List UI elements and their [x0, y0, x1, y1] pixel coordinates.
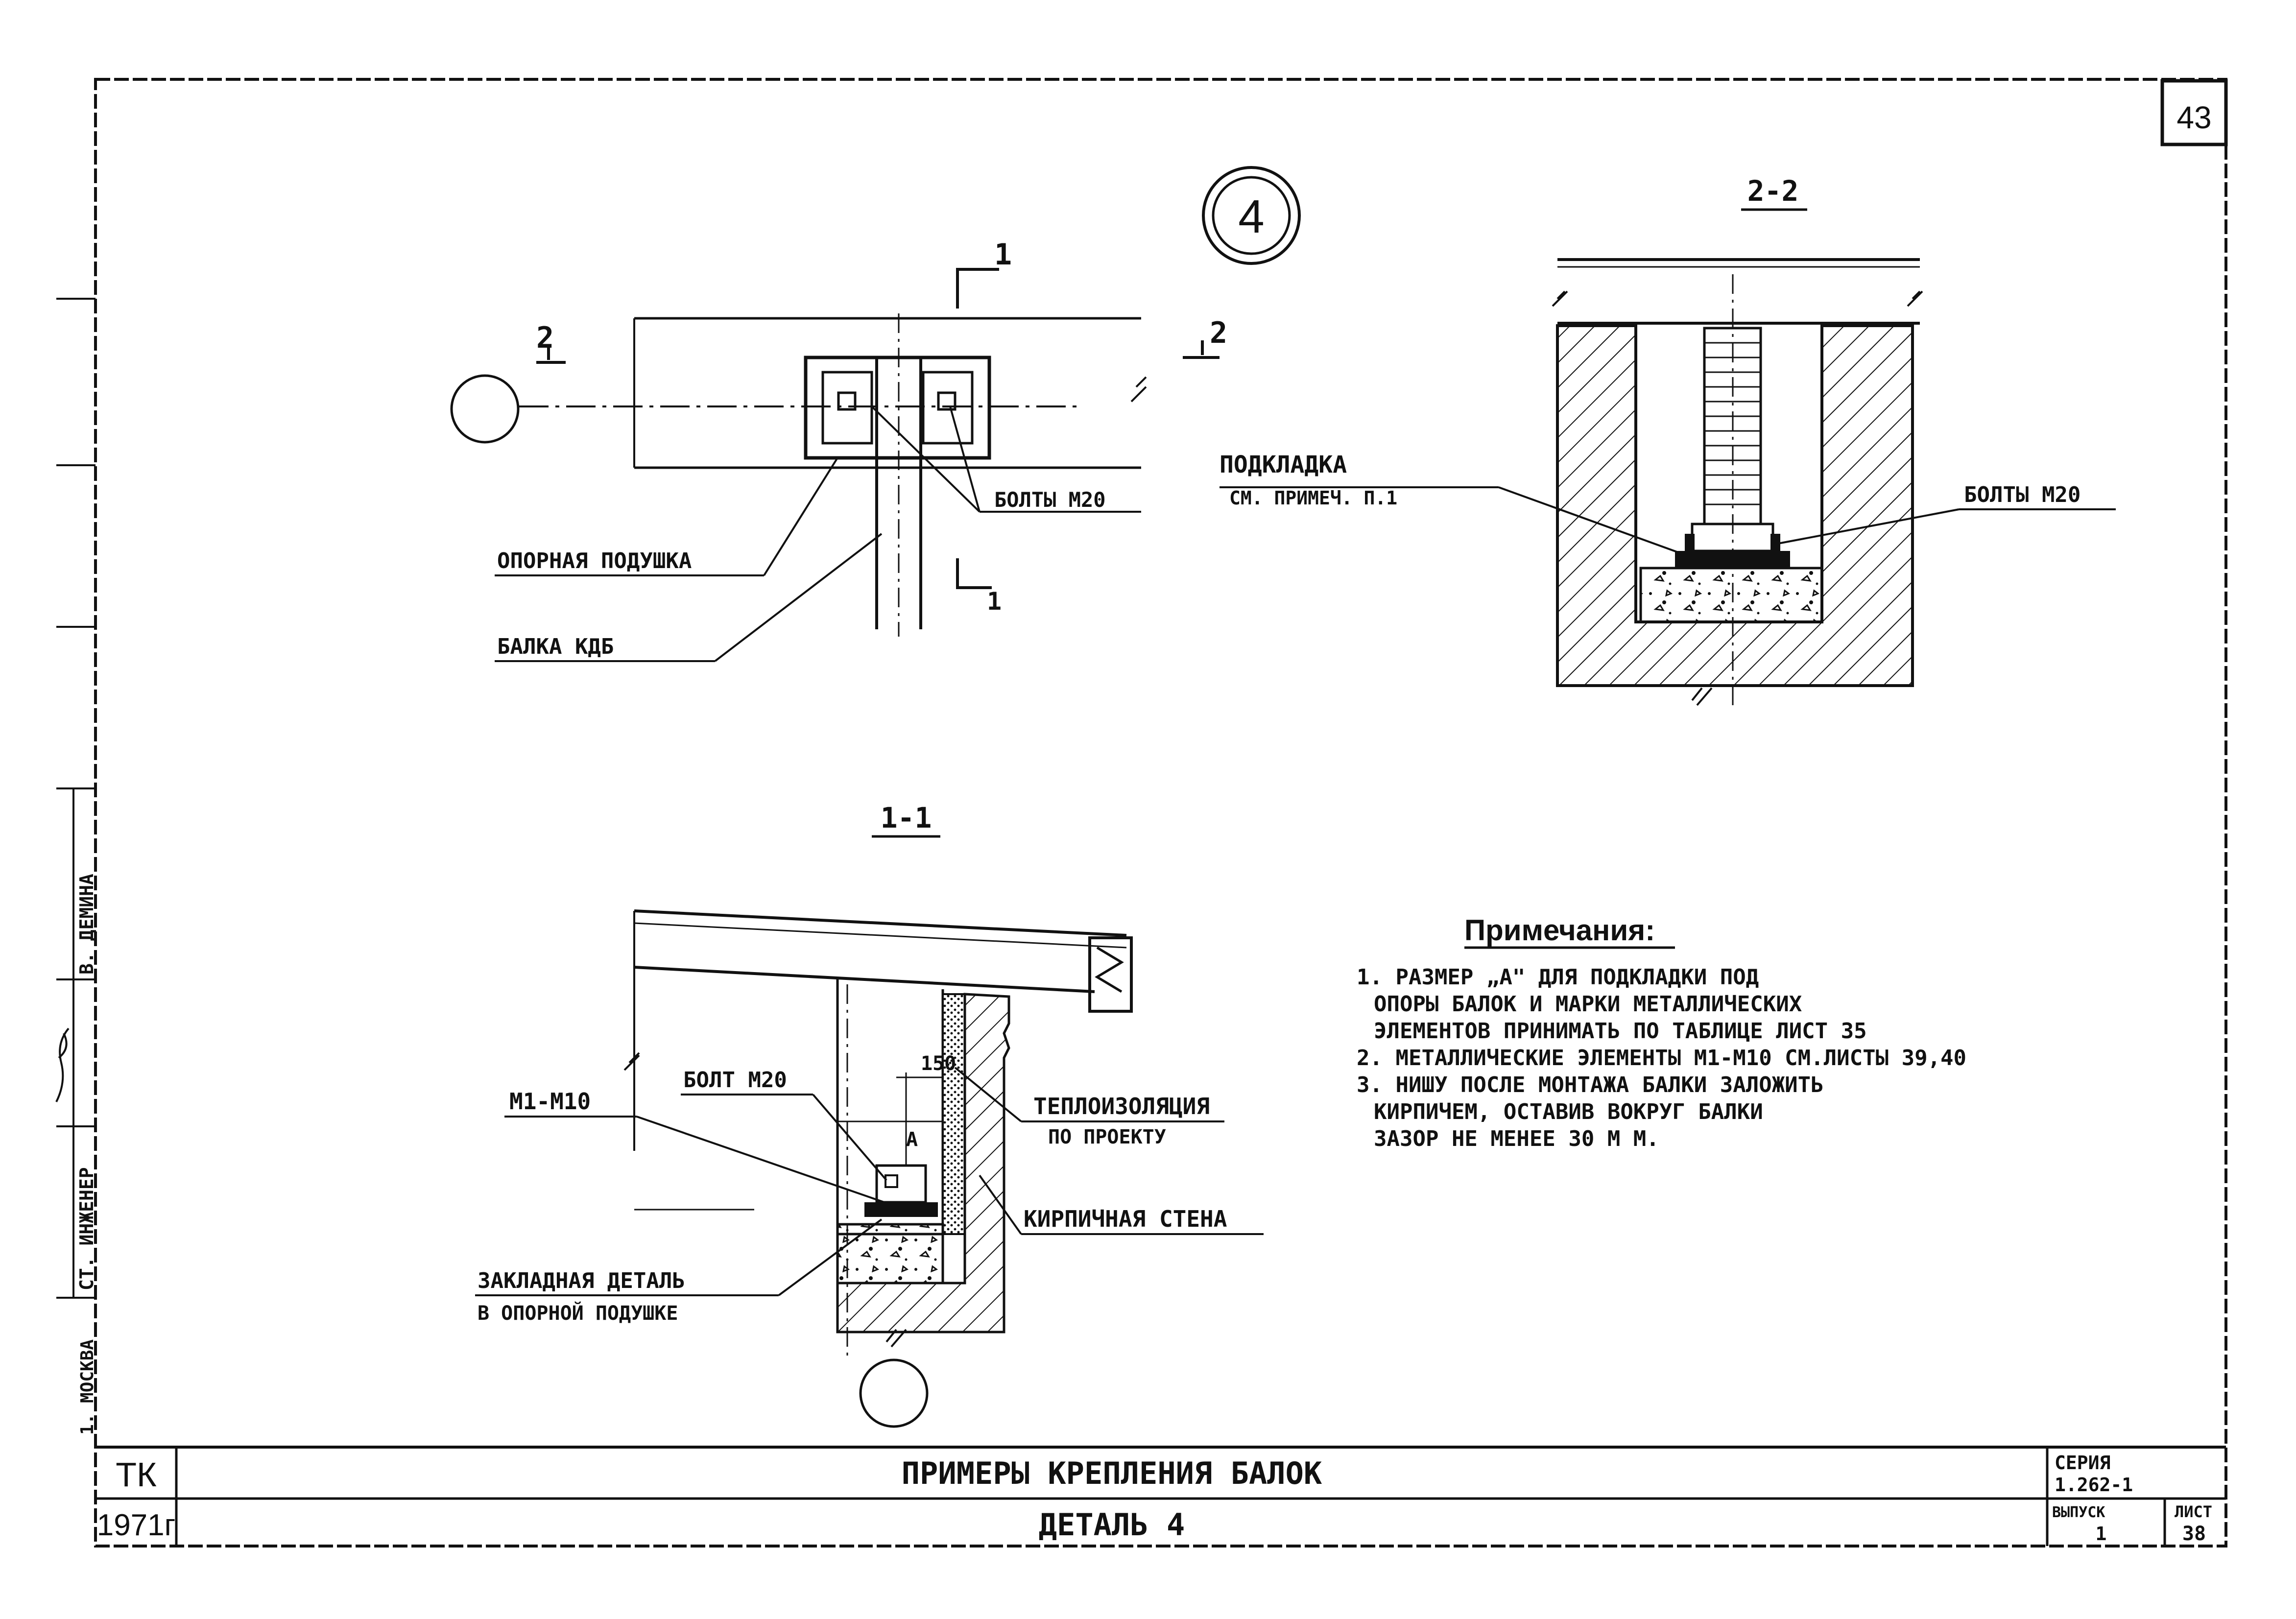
section-2-2: 2-2 ПОДКЛАДКА СМ. ПР: [1220, 174, 2116, 706]
note-line: 3. НИШУ ПОСЛЕ МОНТАЖА БАЛКИ ЗАЛОЖИТЬ: [1357, 1072, 1824, 1097]
notes: Примечания: 1. РАЗМЕР „А" ДЛЯ ПОДКЛАДКИ …: [1357, 914, 1966, 1151]
drawing-subtitle: ДЕТАЛЬ 4: [1039, 1507, 1185, 1543]
title-org: ТК: [116, 1455, 157, 1494]
svg-text:4: 4: [1238, 190, 1264, 243]
margin-role: СТ. ИНЖЕНЕР: [76, 1167, 97, 1290]
margin-city: 1. МОСКВА: [77, 1339, 97, 1435]
note-line: ЭЛЕМЕНТОВ ПРИНИМАТЬ ПО ТАБЛИЦЕ ЛИСТ 35: [1374, 1019, 1867, 1044]
label-insulation-line1: ТЕПЛОИЗОЛЯЦИЯ: [1033, 1093, 1210, 1119]
section-2-2-title: 2-2: [1747, 174, 1799, 208]
section-2-mark-left: 2: [536, 321, 554, 355]
axis-marker-left: [450, 374, 520, 444]
page-number-box: [2160, 79, 2228, 146]
axis-marker-bottom: [859, 1358, 929, 1428]
label-shim-line1: ПОДКЛАДКА: [1220, 451, 1347, 478]
page-number: 43: [2176, 100, 2211, 135]
drawing-title: ПРИМЕРЫ КРЕПЛЕНИЯ БАЛОК: [902, 1455, 1322, 1491]
label-bolts-section-2: БОЛТЫ М20: [1964, 482, 2081, 507]
label-beam: БАЛКА КДБ: [497, 634, 614, 659]
sheet-frame: [94, 78, 2228, 1548]
section-1-1-title: 1-1: [881, 801, 932, 834]
section-1-mark-bottom: 1: [987, 587, 1002, 616]
section-1-mark-top: 1: [994, 238, 1012, 272]
margin-name: В. ДЕМИНА: [76, 874, 97, 975]
plan-view: 1 1 2 2 БОЛТЫ М20 ОПОРНАЯ ПОДУШКА БАЛКА …: [450, 238, 1227, 662]
title-block: ТК 1971г ПРИМЕРЫ КРЕПЛЕНИЯ БАЛОК ДЕТАЛЬ …: [97, 1452, 2212, 1545]
sheet-value: 38: [2182, 1523, 2206, 1545]
label-elements: М1-М10: [509, 1088, 591, 1115]
label-brick-wall: КИРПИЧНАЯ СТЕНА: [1024, 1206, 1227, 1232]
issue-value: 1: [2096, 1523, 2107, 1545]
series-label: СЕРИЯ: [2055, 1452, 2110, 1474]
detail-marker: 4: [1202, 166, 1301, 265]
section-1-1: 1-1 150 А М1-М10: [475, 801, 1264, 1428]
note-line: 1. РАЗМЕР „А" ДЛЯ ПОДКЛАДКИ ПОД: [1357, 965, 1759, 990]
label-bolt: БОЛТ М20: [683, 1068, 787, 1093]
label-bolts-plan: БОЛТЫ М20: [994, 488, 1106, 512]
sheet-label: ЛИСТ: [2175, 1502, 2212, 1521]
note-line: ОПОРЫ БАЛОК И МАРКИ МЕТАЛЛИЧЕСКИХ: [1374, 992, 1802, 1017]
note-line: ЗАЗОР НЕ МЕНЕЕ 30 М М.: [1374, 1126, 1659, 1151]
left-margin-stamp: СТ. ИНЖЕНЕР В. ДЕМИНА 1. МОСКВА: [55, 298, 97, 1435]
label-embedded-line2: В ОПОРНОЙ ПОДУШКЕ: [478, 1301, 678, 1325]
note-line: 2. МЕТАЛЛИЧЕСКИЕ ЭЛЕМЕНТЫ М1-М10 СМ.ЛИСТ…: [1357, 1046, 1966, 1071]
label-insulation-line2: ПО ПРОЕКТУ: [1048, 1126, 1166, 1148]
signature: [55, 1027, 70, 1102]
issue-label: ВЫПУСК: [2052, 1504, 2105, 1521]
label-embedded-line1: ЗАКЛАДНАЯ ДЕТАЛЬ: [478, 1268, 685, 1293]
label-support-pad: ОПОРНАЯ ПОДУШКА: [497, 548, 692, 573]
notes-heading: Примечания:: [1464, 914, 1655, 947]
dim-150: 150: [921, 1052, 956, 1075]
dim-A: А: [906, 1128, 918, 1151]
note-line: КИРПИЧЕМ, ОСТАВИВ ВОКРУГ БАЛКИ: [1374, 1099, 1763, 1124]
section-2-mark-right: 2: [1210, 316, 1227, 350]
title-year: 1971г: [97, 1508, 176, 1542]
label-shim-line2: СМ. ПРИМЕЧ. П.1: [1229, 487, 1397, 509]
series-value: 1.262-1: [2055, 1474, 2133, 1496]
